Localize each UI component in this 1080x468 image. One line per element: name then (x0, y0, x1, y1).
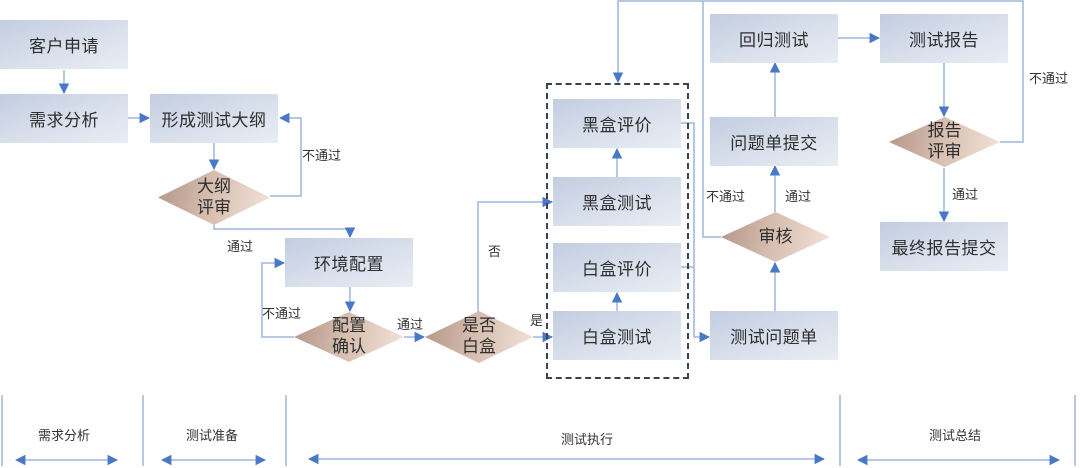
decision-label: 是否 白盒 (462, 316, 496, 357)
node-requirement-analysis[interactable]: 需求分析 (0, 94, 128, 143)
node-issue-submit[interactable]: 问题单提交 (710, 117, 838, 166)
edge-whitebox-no (477, 196, 554, 312)
node-blackbox-evaluation[interactable]: 黑盒评价 (553, 99, 681, 148)
decision-audit[interactable]: 审核 (721, 212, 830, 262)
decision-label: 配置 确认 (332, 316, 366, 357)
decision-outline-review[interactable]: 大纲 评审 (158, 170, 270, 225)
edge-outline-review-fail (270, 112, 302, 197)
edge-config-fail (261, 257, 294, 338)
node-test-issue-list[interactable]: 测试问题单 (710, 311, 838, 360)
node-regression-test[interactable]: 回归测试 (710, 14, 838, 63)
edge-outline-review-pass (213, 225, 356, 239)
edge-label-report-pass: 通过 (952, 188, 979, 203)
edge-report-review-fail (612, 0, 1024, 143)
phase-label-requirement-analysis: 需求分析 (37, 429, 91, 444)
edge-label-config-pass: 通过 (397, 318, 424, 333)
node-customer-request[interactable]: 客户申请 (0, 20, 128, 69)
edge-label-audit-pass: 通过 (785, 190, 812, 205)
decision-label: 审核 (758, 226, 793, 247)
node-environment-config[interactable]: 环境配置 (285, 238, 413, 287)
node-whitebox-evaluation[interactable]: 白盒评价 (553, 243, 681, 292)
edge-label-outline-fail: 不通过 (302, 149, 342, 164)
execution-group-frame (546, 83, 689, 379)
decision-config-confirm[interactable]: 配置 确认 (294, 312, 404, 362)
edge-label-report-fail: 不通过 (1029, 72, 1069, 87)
decision-is-whitebox[interactable]: 是否 白盒 (425, 311, 533, 363)
node-blackbox-test[interactable]: 黑盒测试 (553, 177, 681, 226)
edge-label-config-fail: 不通过 (262, 307, 302, 322)
phase-label-test-preparation: 测试准备 (185, 429, 239, 444)
edge-label-whitebox-no: 否 (488, 245, 502, 260)
phase-label-test-execution: 测试执行 (560, 433, 614, 448)
node-final-report-submit[interactable]: 最终报告提交 (880, 222, 1008, 271)
decision-label: 报告 评审 (927, 121, 962, 162)
node-whitebox-test[interactable]: 白盒测试 (553, 311, 681, 360)
node-form-test-outline[interactable]: 形成测试大纲 (150, 94, 278, 143)
phase-label-test-summary: 测试总结 (928, 429, 982, 444)
edge-label-whitebox-yes: 是 (530, 314, 544, 329)
decision-label: 大纲 评审 (197, 176, 231, 218)
edge-label-outline-pass: 通过 (227, 240, 254, 255)
decision-report-review[interactable]: 报告 评审 (889, 117, 1000, 167)
edge-audit-fail (702, 1, 721, 238)
node-test-report[interactable]: 测试报告 (880, 14, 1008, 63)
edge-label-audit-fail: 不通过 (706, 190, 746, 205)
